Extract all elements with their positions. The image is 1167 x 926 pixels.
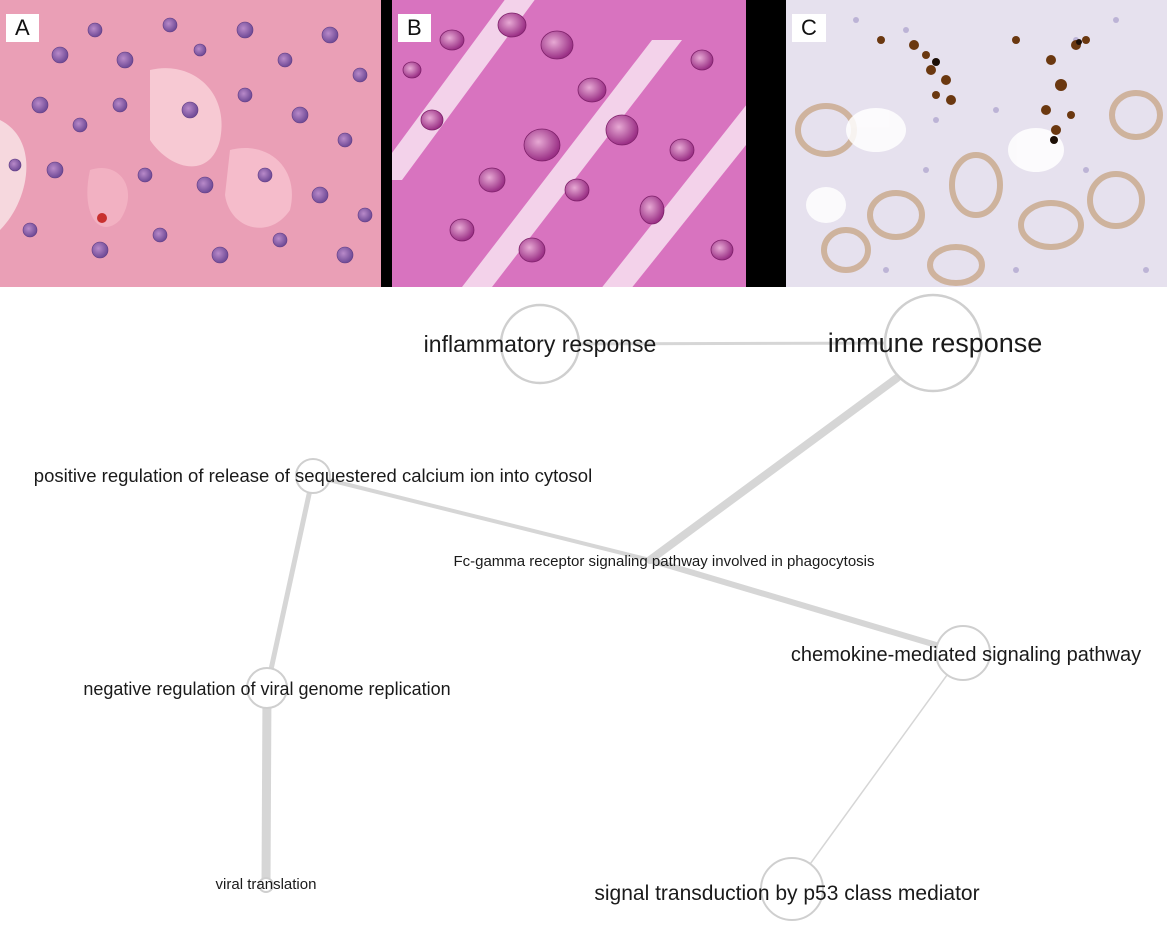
edge-viralgenome-viraltranslation [261, 683, 272, 890]
edge-fcgamma-chemokine [647, 557, 966, 656]
label-chemokine-signaling: chemokine-mediated signaling pathway [791, 644, 1141, 666]
panel-divider [774, 0, 786, 287]
panel-label-c: C [792, 14, 826, 42]
node-viral-translation[interactable] [258, 877, 274, 893]
go-term-network: inflammatory response immune response po… [34, 293, 1141, 921]
he-stain-image-a [0, 0, 381, 287]
edge-inflammatory-immune [538, 341, 935, 346]
network-edges [261, 341, 966, 890]
edge-chemokine-p53 [791, 652, 964, 890]
micrograph-panel-b: B [392, 0, 774, 287]
node-viral-genome-replication[interactable] [246, 667, 288, 709]
node-inflammatory-response[interactable] [499, 303, 581, 385]
label-viral-genome-replication: negative regulation of viral genome repl… [83, 679, 450, 699]
node-chemokine-signaling[interactable] [935, 625, 991, 681]
label-fcgamma-pathway: Fc-gamma receptor signaling pathway invo… [453, 553, 874, 570]
edge-immune-fcgamma [646, 374, 901, 564]
label-immune-response: immune response [828, 328, 1043, 358]
edge-calcium-viralgenome [264, 473, 316, 691]
label-calcium-release: positive regulation of release of seques… [34, 465, 592, 486]
panel-label-a: A [6, 14, 39, 42]
edge-calcium-fcgamma [311, 474, 652, 562]
panel-label-b: B [398, 14, 431, 42]
node-immune-response[interactable] [883, 293, 983, 393]
label-inflammatory-response: inflammatory response [424, 331, 657, 357]
label-p53-signal-transduction: signal transduction by p53 class mediato… [594, 882, 979, 905]
network-nodes [246, 293, 991, 921]
panel-divider [381, 0, 392, 287]
label-viral-translation: viral translation [216, 876, 317, 893]
network-labels: inflammatory response immune response po… [34, 328, 1141, 905]
micrograph-panel-a: A [0, 0, 381, 287]
ihc-stain-image-c [786, 0, 1167, 287]
node-calcium-release[interactable] [295, 458, 331, 494]
micrograph-panel-c: C [786, 0, 1167, 287]
he-stain-image-b [392, 0, 774, 287]
node-p53-signal-transduction[interactable] [760, 857, 824, 921]
